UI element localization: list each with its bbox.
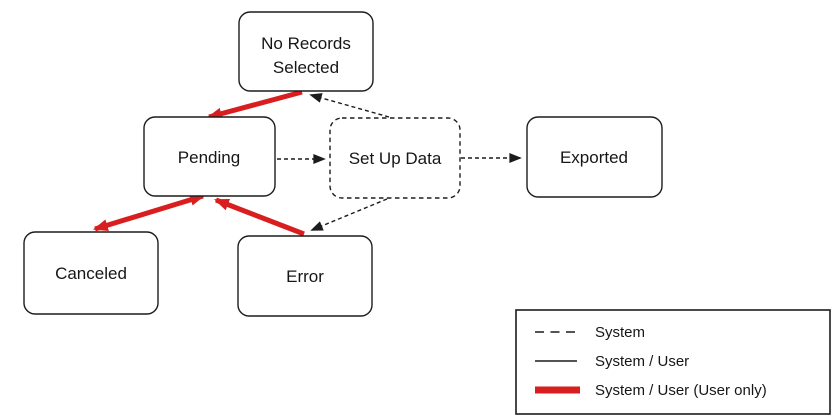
node-error-label: Error (286, 267, 324, 286)
node-pending-box (143, 116, 276, 197)
legend-label-system: System (595, 324, 645, 341)
legend-label-system-user-only: System / User (User only) (595, 382, 767, 399)
legend-label-system-user: System / User (595, 353, 689, 370)
node-set-up-data-label: Set Up Data (349, 149, 442, 168)
node-canceled-label: Canceled (55, 264, 127, 283)
node-error-box (237, 235, 373, 317)
node-set-up-data-box (329, 117, 461, 199)
node-pending-label: Pending (178, 148, 240, 167)
edge-setupdata-to-error (310, 198, 388, 231)
legend-box (515, 309, 831, 415)
edge-error-to-pending (213, 197, 305, 237)
node-no-records-selected-label-line1: No Records (261, 34, 351, 53)
node-canceled-box (23, 231, 159, 315)
edge-setupdata-to-norecords (309, 93, 390, 118)
legend: System System / User System / User (User… (515, 309, 831, 415)
node-no-records-selected-label-line2: Selected (273, 58, 339, 77)
node-error: Error (237, 235, 373, 317)
node-no-records-selected-box (238, 11, 374, 92)
node-canceled: Canceled (23, 231, 159, 315)
edge-pending-canceled-bidirectional (92, 193, 206, 232)
node-exported-label: Exported (560, 148, 628, 167)
edge-group-user (92, 89, 305, 237)
node-no-records-selected: No Records Selected (238, 11, 374, 92)
node-pending: Pending (143, 116, 276, 197)
edge-group-system (277, 93, 522, 231)
node-set-up-data: Set Up Data (329, 117, 461, 199)
node-exported: Exported (526, 116, 663, 198)
legend-line-sample-thick-red (535, 386, 580, 394)
edge-norecords-to-pending (206, 89, 303, 120)
node-exported-box (526, 116, 663, 198)
